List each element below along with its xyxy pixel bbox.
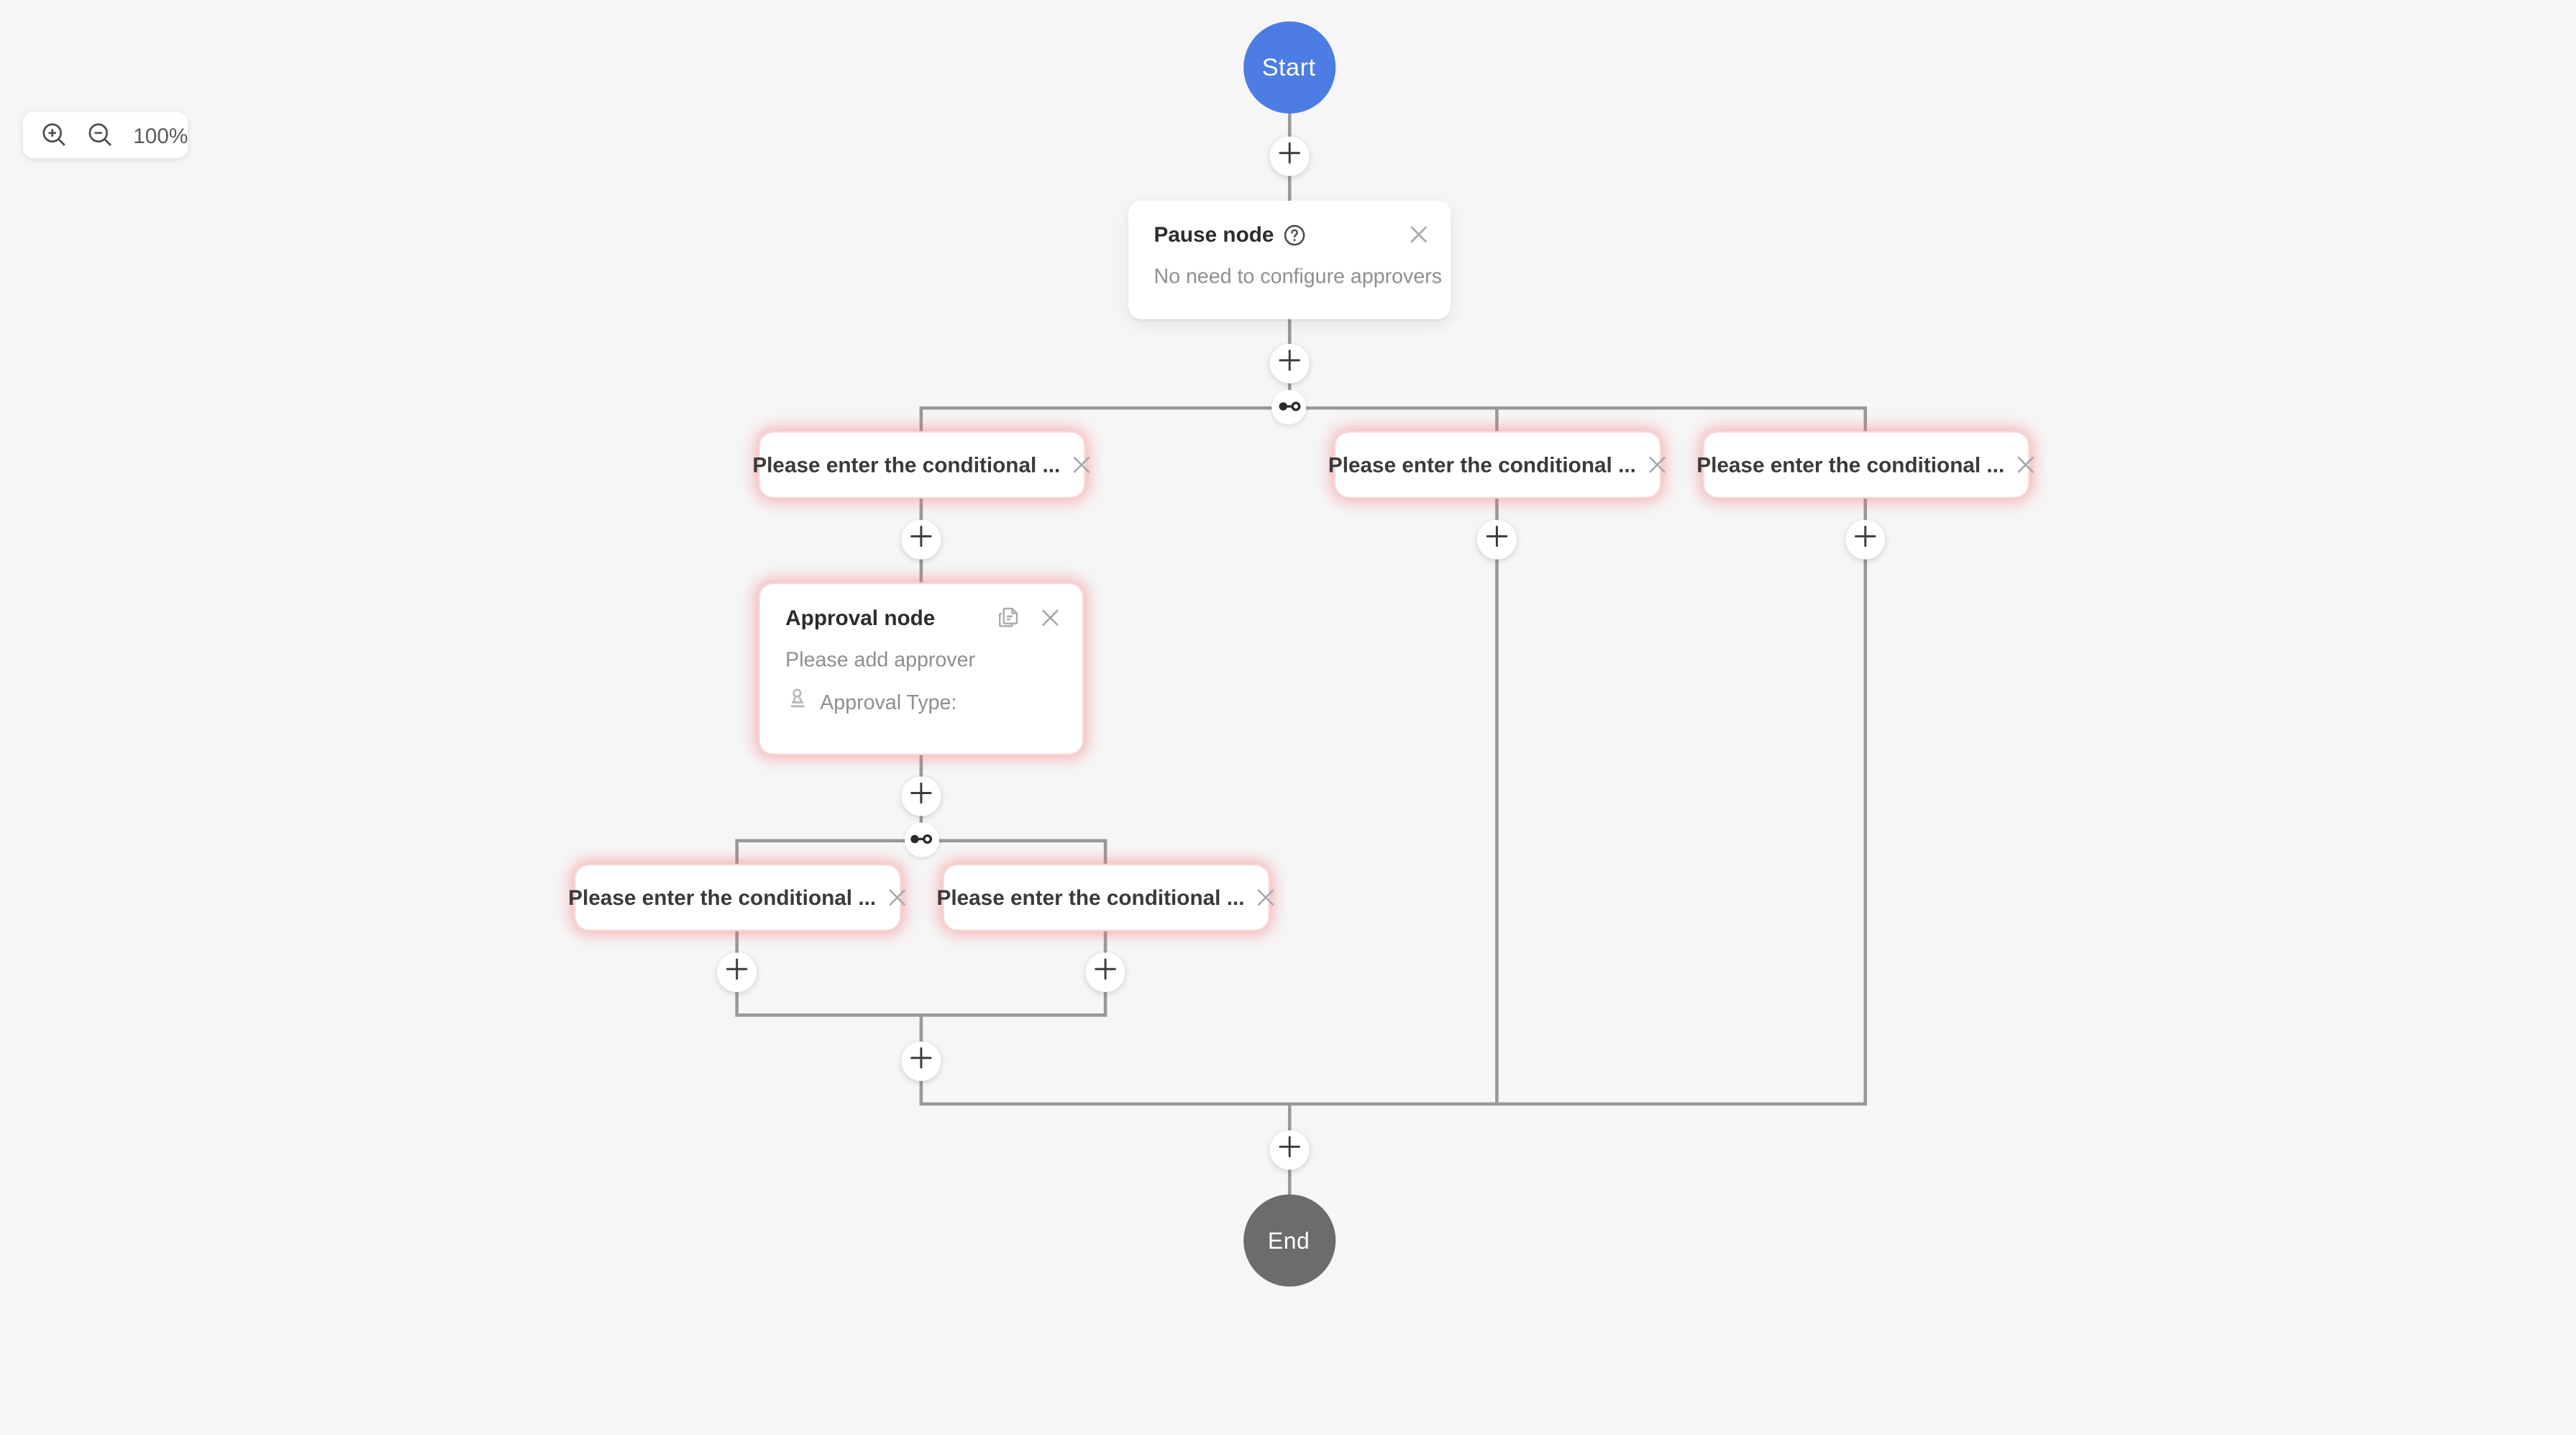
connector-line bbox=[1863, 406, 1868, 1106]
end-node: End bbox=[1243, 1194, 1335, 1287]
plus-icon bbox=[1277, 348, 1300, 379]
pause-node-description: No need to configure approvers bbox=[1154, 265, 1443, 288]
close-icon[interactable] bbox=[887, 888, 905, 906]
approval-node-title: Approval node bbox=[785, 604, 936, 629]
pause-node-card[interactable]: Pause node No need to configure approver… bbox=[1127, 201, 1451, 319]
condition-node-label: Please enter the conditional ... bbox=[936, 884, 1245, 909]
add-node-button[interactable] bbox=[901, 519, 941, 560]
approval-node-description: Please add approver bbox=[785, 647, 976, 671]
approval-node-card[interactable]: Approval node Ple bbox=[759, 583, 1082, 753]
add-node-button[interactable] bbox=[1476, 519, 1517, 560]
add-node-button[interactable] bbox=[1269, 344, 1309, 383]
close-icon[interactable] bbox=[1648, 455, 1666, 473]
pause-node-title: Pause node bbox=[1154, 222, 1274, 247]
help-icon[interactable] bbox=[1284, 223, 1307, 246]
plus-icon bbox=[910, 1046, 933, 1077]
branch-icon bbox=[910, 825, 933, 855]
zoom-in-icon[interactable] bbox=[41, 122, 68, 148]
close-icon[interactable] bbox=[1256, 888, 1274, 906]
close-icon[interactable] bbox=[1041, 608, 1059, 626]
condition-node-label: Please enter the conditional ... bbox=[752, 451, 1061, 477]
plus-icon bbox=[910, 524, 933, 555]
plus-icon bbox=[910, 780, 933, 811]
zoom-level-label: 100% bbox=[133, 122, 188, 147]
approval-node-header: Approval node bbox=[785, 605, 1059, 629]
condition-node-card[interactable]: Please enter the conditional ... bbox=[568, 864, 905, 929]
zoom-out-icon[interactable] bbox=[87, 122, 114, 148]
close-icon[interactable] bbox=[1072, 455, 1090, 473]
condition-node-card[interactable]: Please enter the conditional ... bbox=[1696, 432, 2033, 496]
connector-line bbox=[1495, 406, 1499, 1106]
approval-type-label: Approval Type: bbox=[820, 691, 957, 714]
plus-icon bbox=[1094, 957, 1117, 988]
plus-icon bbox=[1485, 524, 1508, 555]
plus-icon bbox=[1854, 524, 1877, 555]
add-node-button[interactable] bbox=[1269, 1130, 1309, 1170]
close-icon[interactable] bbox=[2016, 455, 2034, 473]
plus-icon bbox=[1277, 141, 1300, 172]
condition-node-label: Please enter the conditional ... bbox=[1696, 451, 2005, 477]
add-node-button[interactable] bbox=[1845, 519, 1886, 560]
stamp-icon bbox=[785, 687, 808, 718]
connector-line bbox=[919, 1101, 1868, 1105]
condition-node-card[interactable]: Please enter the conditional ... bbox=[937, 864, 1274, 929]
add-node-button[interactable] bbox=[1269, 136, 1309, 176]
add-node-button[interactable] bbox=[717, 952, 757, 993]
add-node-button[interactable] bbox=[901, 776, 941, 816]
connector-line bbox=[919, 405, 1868, 409]
plus-icon bbox=[1277, 1134, 1300, 1165]
branch-icon bbox=[1277, 393, 1300, 422]
condition-node-card[interactable]: Please enter the conditional ... bbox=[752, 432, 1090, 496]
approval-type-row: Approval Type: bbox=[785, 687, 1059, 718]
start-node: Start bbox=[1243, 21, 1335, 114]
add-node-button[interactable] bbox=[901, 1041, 941, 1081]
start-node-label: Start bbox=[1261, 53, 1316, 82]
end-node-label: End bbox=[1267, 1227, 1310, 1254]
condition-node-label: Please enter the conditional ... bbox=[568, 884, 877, 909]
condition-node-label: Please enter the conditional ... bbox=[1328, 451, 1636, 477]
plus-icon bbox=[726, 957, 749, 988]
pause-node-header: Pause node bbox=[1154, 222, 1428, 247]
add-branch-button[interactable] bbox=[1271, 390, 1307, 425]
zoom-toolbar: 100% bbox=[23, 111, 188, 158]
add-node-button[interactable] bbox=[1085, 952, 1125, 993]
add-branch-button[interactable] bbox=[903, 822, 938, 857]
condition-node-card[interactable]: Please enter the conditional ... bbox=[1328, 432, 1665, 496]
close-icon[interactable] bbox=[1409, 225, 1427, 243]
copy-icon[interactable] bbox=[996, 605, 1020, 629]
